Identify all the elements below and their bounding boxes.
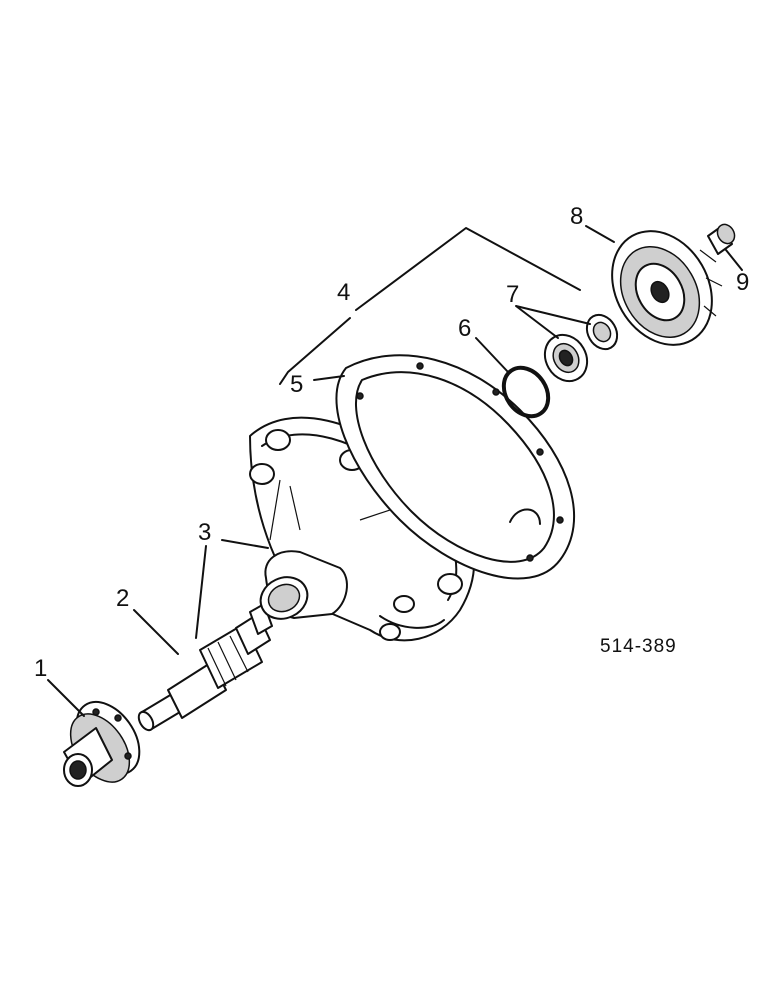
leader-5 bbox=[313, 375, 345, 381]
callout-5: 5 bbox=[290, 371, 303, 398]
leader-3b bbox=[221, 539, 269, 549]
part-bolt bbox=[707, 223, 736, 255]
part-impeller bbox=[611, 230, 723, 346]
leader-7 bbox=[515, 305, 591, 339]
callout-7: 7 bbox=[506, 281, 519, 308]
callout-8: 8 bbox=[570, 203, 583, 230]
leader-3a bbox=[195, 545, 207, 639]
callout-2: 2 bbox=[116, 585, 129, 612]
part-o-ring bbox=[501, 365, 551, 419]
callout-6: 6 bbox=[458, 315, 471, 342]
part-shaft-bearing bbox=[137, 603, 273, 732]
leader-2 bbox=[133, 609, 179, 655]
leader-4b bbox=[355, 227, 581, 311]
part-seal-bearing bbox=[543, 313, 619, 383]
callout-3: 3 bbox=[198, 519, 211, 546]
leader-8 bbox=[585, 225, 615, 243]
leader-lines bbox=[47, 225, 743, 717]
leader-4a bbox=[279, 317, 351, 385]
callout-9: 9 bbox=[736, 269, 749, 296]
leader-1 bbox=[47, 679, 85, 717]
callout-1: 1 bbox=[34, 655, 47, 682]
callout-4: 4 bbox=[337, 279, 350, 306]
leader-6 bbox=[475, 337, 509, 373]
part-hub-flange bbox=[63, 700, 141, 787]
figure-number: 514-389 bbox=[600, 636, 677, 657]
leader-9 bbox=[725, 249, 743, 271]
